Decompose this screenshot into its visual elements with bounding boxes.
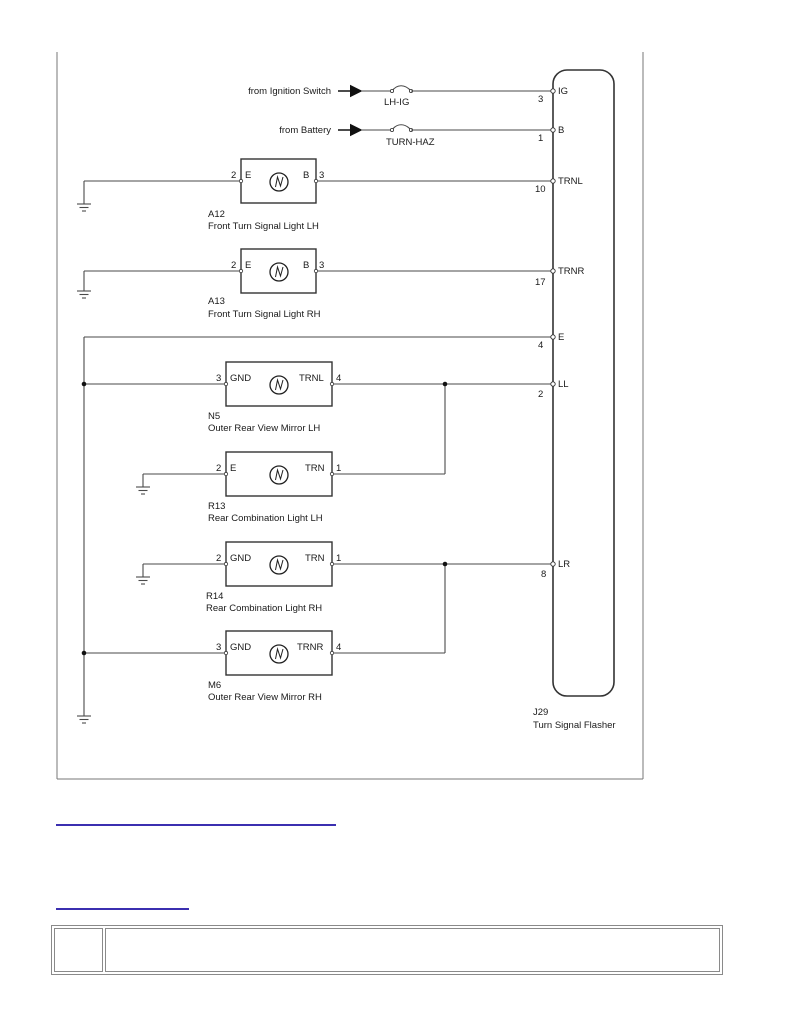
fuse-lh-ig-icon — [391, 85, 412, 92]
flasher-term-e: E — [558, 332, 564, 343]
r14-left-term: GND — [230, 553, 251, 564]
m6-code: M6 — [208, 680, 221, 691]
a12-name: Front Turn Signal Light LH — [208, 221, 319, 232]
flasher-pin-trnl: 10 — [535, 184, 546, 195]
flasher-pin-lr: 8 — [541, 569, 546, 580]
flasher-pin-ig: 3 — [538, 94, 543, 105]
component-m6: 3 GND TRNR 4 M6 Outer Rear View Mirror R… — [81, 630, 445, 703]
flasher-term-trnl: TRNL — [558, 176, 583, 187]
r14-right-pin: 1 — [336, 553, 341, 564]
flasher-pin-b: 1 — [538, 133, 543, 144]
step-content-cell — [105, 928, 720, 972]
r13-name: Rear Combination Light LH — [208, 513, 323, 524]
flasher-code: J29 — [533, 707, 548, 718]
a12-right-term: B — [303, 170, 309, 181]
r13-left-term: E — [230, 463, 236, 474]
n5-left-term: GND — [230, 373, 251, 384]
m6-left-term: GND — [230, 642, 251, 653]
step-table — [51, 925, 723, 975]
a12-right-pin: 3 — [319, 170, 324, 181]
m6-right-pin: 4 — [336, 642, 341, 653]
fuse-turn-haz-icon — [391, 124, 412, 131]
flasher-term-trnr: TRNR — [558, 266, 585, 277]
n5-right-pin: 4 — [336, 373, 341, 384]
component-a12: 2 E B 3 A12 Front Turn Signal Light LH — [77, 158, 553, 232]
wiring-diagram: J29 Turn Signal Flasher from Ignition Sw… — [56, 52, 644, 780]
source-battery-label: from Battery — [279, 125, 331, 136]
n5-code: N5 — [208, 411, 220, 422]
link-underline-2[interactable] — [56, 908, 189, 910]
a13-code: A13 — [208, 296, 225, 307]
flasher-pin-ll: 2 — [538, 389, 543, 400]
n5-left-pin: 3 — [216, 373, 221, 384]
a13-name: Front Turn Signal Light RH — [208, 309, 321, 320]
m6-name: Outer Rear View Mirror RH — [208, 692, 322, 703]
fuse-lh-ig-label: LH-IG — [384, 97, 409, 108]
n5-name: Outer Rear View Mirror LH — [208, 423, 320, 434]
m6-left-pin: 3 — [216, 642, 221, 653]
flasher-term-b: B — [558, 125, 564, 136]
component-n5: 3 GND TRNL 4 N5 Outer Rear View Mirror L… — [81, 361, 553, 434]
flasher-pin-e: 4 — [538, 340, 543, 351]
a12-left-term: E — [245, 170, 251, 181]
flasher-term-lr: LR — [558, 559, 570, 570]
r13-left-pin: 2 — [216, 463, 221, 474]
flasher-name: Turn Signal Flasher — [533, 720, 616, 731]
a12-left-pin: 2 — [231, 170, 236, 181]
flasher-term-ig: IG — [558, 86, 568, 97]
flasher-pin-trnr: 17 — [535, 277, 546, 288]
a13-right-pin: 3 — [319, 260, 324, 271]
ground-main-icon — [77, 715, 91, 724]
m6-right-term: TRNR — [297, 642, 324, 653]
fuse-turn-haz-label: TURN-HAZ — [386, 137, 435, 148]
flasher-term-ll: LL — [558, 379, 569, 390]
a13-left-pin: 2 — [231, 260, 236, 271]
component-a13: 2 E B 3 A13 Front Turn Signal Light RH — [77, 248, 553, 320]
r13-right-pin: 1 — [336, 463, 341, 474]
source-ignition-label: from Ignition Switch — [248, 86, 331, 97]
link-underline-1[interactable] — [56, 824, 336, 826]
n5-right-term: TRNL — [299, 373, 324, 384]
a13-right-term: B — [303, 260, 309, 271]
r13-code: R13 — [208, 501, 225, 512]
r13-right-term: TRN — [305, 463, 325, 474]
r14-code: R14 — [206, 591, 223, 602]
r14-left-pin: 2 — [216, 553, 221, 564]
step-number-cell — [54, 928, 103, 972]
component-r13: 2 E TRN 1 R13 Rear Combination Light LH — [136, 451, 445, 524]
component-r14: 2 GND TRN 1 R14 Rear Combination Light R… — [136, 541, 553, 614]
a13-left-term: E — [245, 260, 251, 271]
r14-right-term: TRN — [305, 553, 325, 564]
wiring-diagram-svg: J29 Turn Signal Flasher from Ignition Sw… — [56, 52, 644, 780]
a12-code: A12 — [208, 209, 225, 220]
r14-name: Rear Combination Light RH — [206, 603, 322, 614]
